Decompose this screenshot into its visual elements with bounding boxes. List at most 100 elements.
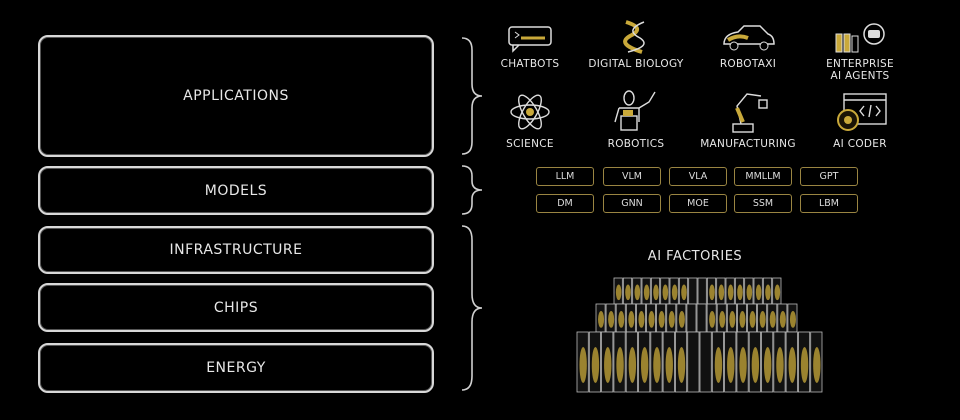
car-icon	[723, 25, 775, 51]
layer-label: INFRASTRUCTURE	[169, 242, 303, 258]
server-rack	[622, 277, 633, 305]
server-rack	[636, 303, 646, 333]
server-rack	[711, 331, 725, 393]
server-rack	[736, 331, 749, 393]
server-rack	[744, 277, 754, 305]
server-rack	[588, 331, 601, 393]
server-rack	[601, 331, 614, 393]
ai-factory-racks	[576, 277, 823, 393]
app-robotics: ROBOTICS	[581, 88, 691, 150]
brace-applications	[461, 37, 483, 155]
server-rack	[761, 331, 774, 393]
app-enterprise-ai-agents: ENTERPRISE AI AGENTS	[805, 22, 915, 82]
server-rack	[688, 277, 698, 305]
app-label: AI CODER	[833, 138, 887, 150]
server-rack	[810, 331, 823, 393]
layer-label: APPLICATIONS	[183, 88, 289, 104]
server-rack	[767, 303, 778, 333]
server-rack	[777, 303, 788, 333]
server-rack	[669, 277, 679, 305]
app-label: CHATBOTS	[500, 58, 560, 70]
ai-factories-title: AI FACTORIES	[647, 249, 743, 264]
model-tag-dm: DM	[536, 194, 594, 213]
brace-models	[461, 165, 483, 215]
server-rack	[605, 303, 616, 333]
app-science: SCIENCE	[475, 90, 585, 150]
server-rack	[725, 277, 735, 305]
server-rack	[773, 331, 786, 393]
model-tag-lbm: LBM	[800, 194, 858, 213]
server-rack	[595, 303, 606, 333]
server-rack	[772, 277, 782, 305]
model-tag-moe: MOE	[669, 194, 727, 213]
server-rack	[757, 303, 768, 333]
server-rack	[625, 303, 636, 333]
humanoid-robot-icon	[614, 90, 656, 131]
layer-chips: CHIPS	[38, 283, 434, 332]
server-rack	[656, 303, 667, 333]
layer-energy: ENERGY	[38, 343, 434, 393]
layer-applications: APPLICATIONS	[38, 35, 434, 157]
server-rack	[736, 303, 747, 333]
app-chatbots: CHATBOTS	[475, 24, 585, 70]
server-rack	[706, 277, 717, 305]
app-label: SCIENCE	[506, 138, 554, 150]
server-rack	[697, 277, 707, 305]
app-ai-coder: AI CODER	[805, 92, 915, 150]
server-rack	[646, 303, 657, 333]
app-label: ENTERPRISE AI AGENTS	[826, 58, 894, 82]
app-manufacturing: MANUFACTURING	[693, 90, 803, 150]
robot-arm-icon	[732, 93, 768, 133]
agent-robot-icon	[835, 23, 885, 53]
braces	[461, 37, 483, 391]
model-tag-vla: VLA	[669, 167, 727, 186]
layer-label: ENERGY	[206, 360, 266, 376]
server-rack	[687, 331, 700, 393]
model-tag-mmllm: MMLLM	[734, 167, 792, 186]
model-tag-gnn: GNN	[603, 194, 661, 213]
app-digital-biology: DIGITAL BIOLOGY	[581, 20, 691, 70]
app-label: DIGITAL BIOLOGY	[588, 58, 684, 70]
server-rack	[650, 277, 661, 305]
server-rack	[632, 277, 642, 305]
atom-icon	[510, 94, 550, 130]
code-window-icon	[837, 93, 887, 131]
server-rack	[716, 303, 727, 333]
server-rack	[787, 303, 798, 333]
server-rack	[696, 303, 707, 333]
server-rack	[797, 331, 811, 393]
server-rack	[666, 303, 677, 333]
server-rack	[748, 331, 761, 393]
dna-icon	[623, 20, 645, 54]
server-rack	[686, 303, 697, 333]
model-tag-ssm: SSM	[734, 194, 792, 213]
brace-infrastructure	[461, 225, 483, 391]
server-rack	[641, 277, 651, 305]
app-label: MANUFACTURING	[700, 138, 796, 150]
server-rack	[734, 277, 745, 305]
server-rack	[716, 277, 726, 305]
layer-label: CHIPS	[213, 299, 259, 316]
chat-bubble-icon	[508, 26, 552, 53]
server-rack	[785, 331, 798, 393]
server-rack	[678, 277, 689, 305]
layer-label: MODELS	[204, 182, 268, 199]
layer-models: MODELS	[38, 166, 434, 215]
layer-infrastructure: INFRASTRUCTURE	[38, 226, 434, 274]
server-rack	[662, 331, 675, 393]
app-robotaxi: ROBOTAXI	[693, 22, 803, 70]
server-rack	[726, 303, 737, 333]
server-rack	[724, 331, 737, 393]
server-rack	[625, 331, 638, 393]
server-rack	[638, 331, 651, 393]
server-rack	[762, 277, 773, 305]
server-rack	[753, 277, 763, 305]
app-label: ROBOTAXI	[719, 58, 777, 70]
model-tag-vlm: VLM	[603, 167, 661, 186]
server-rack	[699, 331, 712, 393]
server-rack	[613, 277, 623, 305]
model-tag-gpt: GPT	[800, 167, 858, 186]
server-rack	[650, 331, 663, 393]
server-rack	[747, 303, 758, 333]
server-rack	[613, 331, 626, 393]
